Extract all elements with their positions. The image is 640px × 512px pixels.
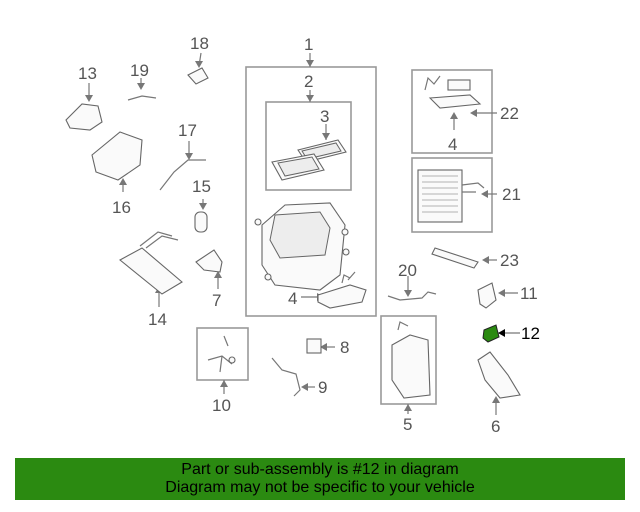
callout-2: 2 [304,72,313,91]
assembly-box-22 [411,69,493,154]
callout-labels: 1 2 3 4 22 4 21 23 20 11 12 5 6 8 9 10 7… [78,34,540,436]
callout-13: 13 [78,64,97,83]
callout-5: 5 [403,415,412,434]
assembly-box-1 [245,66,377,317]
callout-18: 18 [190,34,209,53]
callout-12: 12 [521,324,540,343]
callout-17: 17 [178,121,197,140]
callout-11: 11 [520,284,538,303]
callout-16: 16 [112,198,131,217]
callout-1: 1 [304,35,313,54]
callout-7: 7 [212,291,221,310]
callout-19: 19 [130,61,149,80]
callout-20: 20 [398,261,417,280]
callout-15: 15 [192,177,211,196]
assembly-box-10 [196,327,249,381]
callout-21: 21 [502,185,521,204]
callout-14: 14 [148,310,167,329]
callout-3: 3 [320,107,329,126]
callout-8: 8 [340,338,349,357]
part-illustrations [65,67,521,399]
notice-line-1: Part or sub-assembly is #12 in diagram [181,461,459,478]
callout-6: 6 [491,417,500,436]
assembly-box-2 [265,101,352,191]
arrowheads [85,60,505,411]
callout-23: 23 [500,251,519,270]
highlighted-part-12 [482,324,500,343]
callout-4-main: 4 [288,289,297,308]
notice-banner: Part or sub-assembly is #12 in diagram D… [15,458,625,500]
callout-9: 9 [318,378,327,397]
callout-4-box: 4 [448,135,457,154]
callout-22: 22 [500,104,519,123]
assembly-box-21 [411,157,493,233]
notice-line-2: Diagram may not be specific to your vehi… [165,479,475,496]
callout-10: 10 [212,396,231,415]
